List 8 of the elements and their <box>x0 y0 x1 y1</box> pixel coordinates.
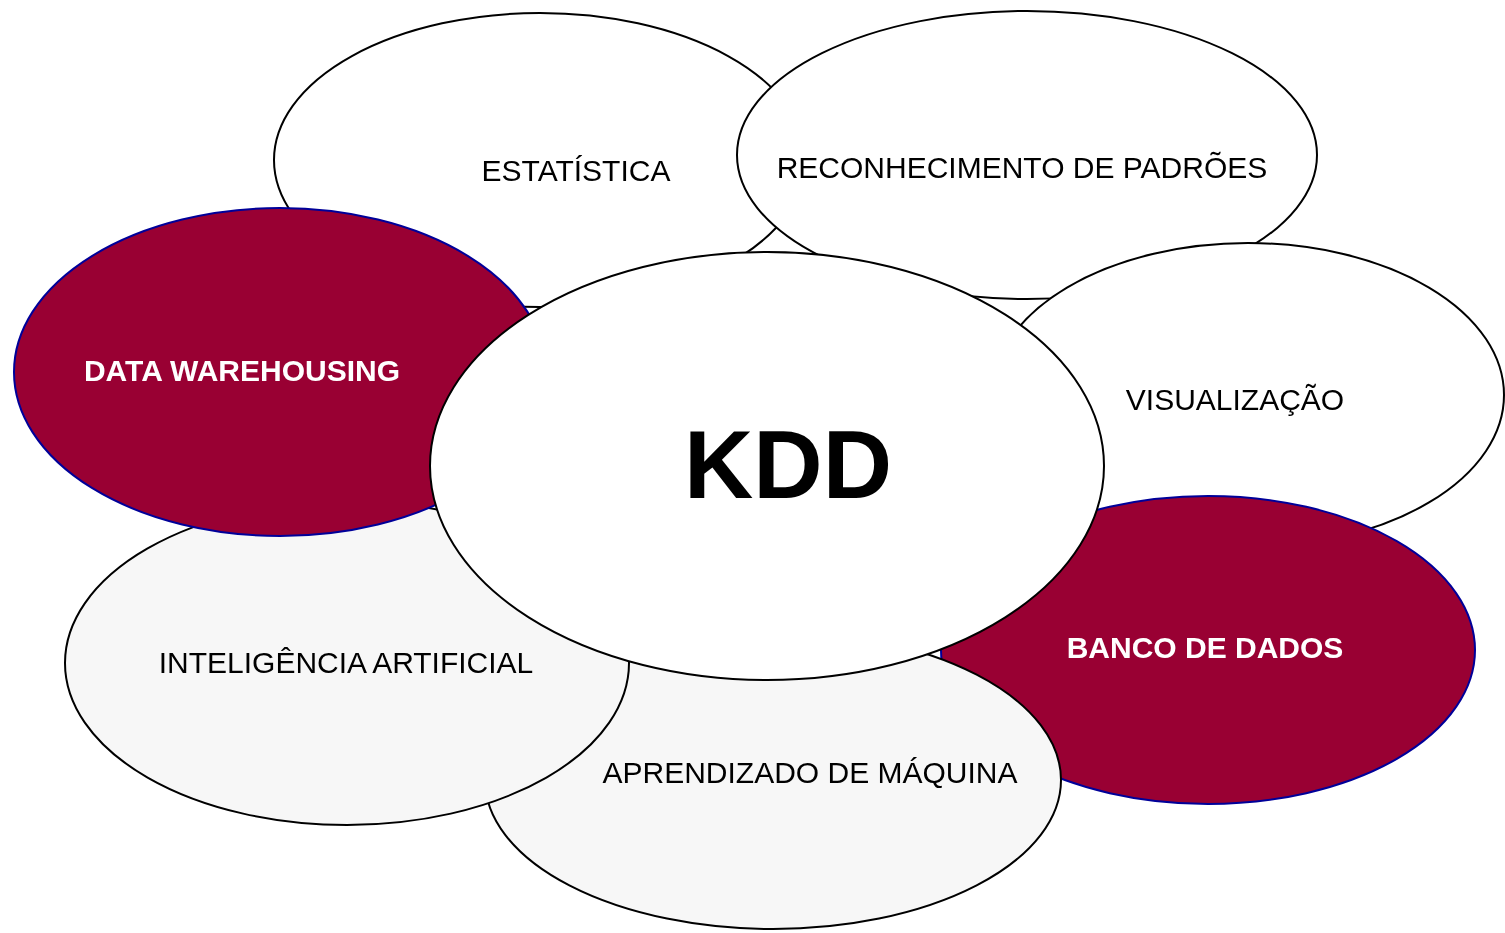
node-label: INTELIGÊNCIA ARTIFICIAL <box>158 648 534 678</box>
node-label: ESTATÍSTICA <box>481 156 671 186</box>
node-label: APRENDIZADO DE MÁQUINA <box>602 758 1018 788</box>
node-label: BANCO DE DADOS <box>1066 633 1344 663</box>
node-label: DATA WAREHOUSING <box>83 356 401 386</box>
node-label: VISUALIZAÇÃO <box>1125 385 1345 415</box>
node-label: KDD <box>684 417 892 513</box>
node-label: RECONHECIMENTO DE PADRÕES <box>776 153 1268 183</box>
